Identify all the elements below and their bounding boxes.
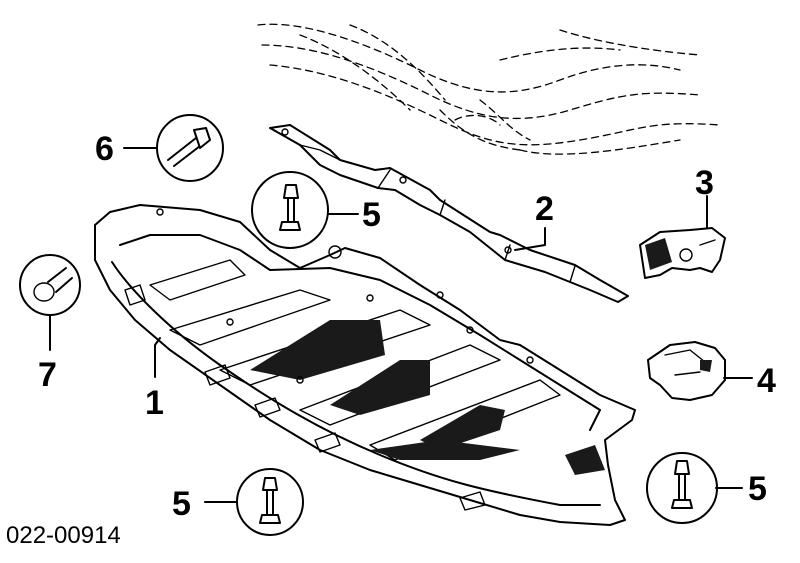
leader-lines: [49, 147, 753, 503]
part-4-bracket: [647, 341, 726, 401]
callout-7: 7: [38, 356, 57, 394]
part-2-bracket: [269, 124, 629, 303]
fastener-7-circle: [19, 254, 81, 316]
fastener-5a-circle: [251, 171, 329, 249]
callout-2: 2: [535, 190, 554, 228]
diagram-code: 022-00914: [6, 522, 121, 549]
callout-6: 6: [95, 130, 114, 168]
callout-5c: 5: [748, 470, 767, 508]
callout-5b: 5: [172, 485, 191, 523]
fastener-5c-circle: [646, 452, 718, 524]
part-3-bracket: [639, 227, 726, 279]
callout-3: 3: [695, 164, 714, 202]
fastener-6-circle: [156, 114, 224, 182]
callout-5a: 5: [362, 196, 381, 234]
callout-4: 4: [757, 362, 776, 400]
fastener-5b-circle: [236, 468, 304, 536]
vehicle-body-outline: [257, 23, 721, 155]
part-1-splash-shield: [94, 204, 636, 526]
callout-1: 1: [145, 384, 164, 422]
